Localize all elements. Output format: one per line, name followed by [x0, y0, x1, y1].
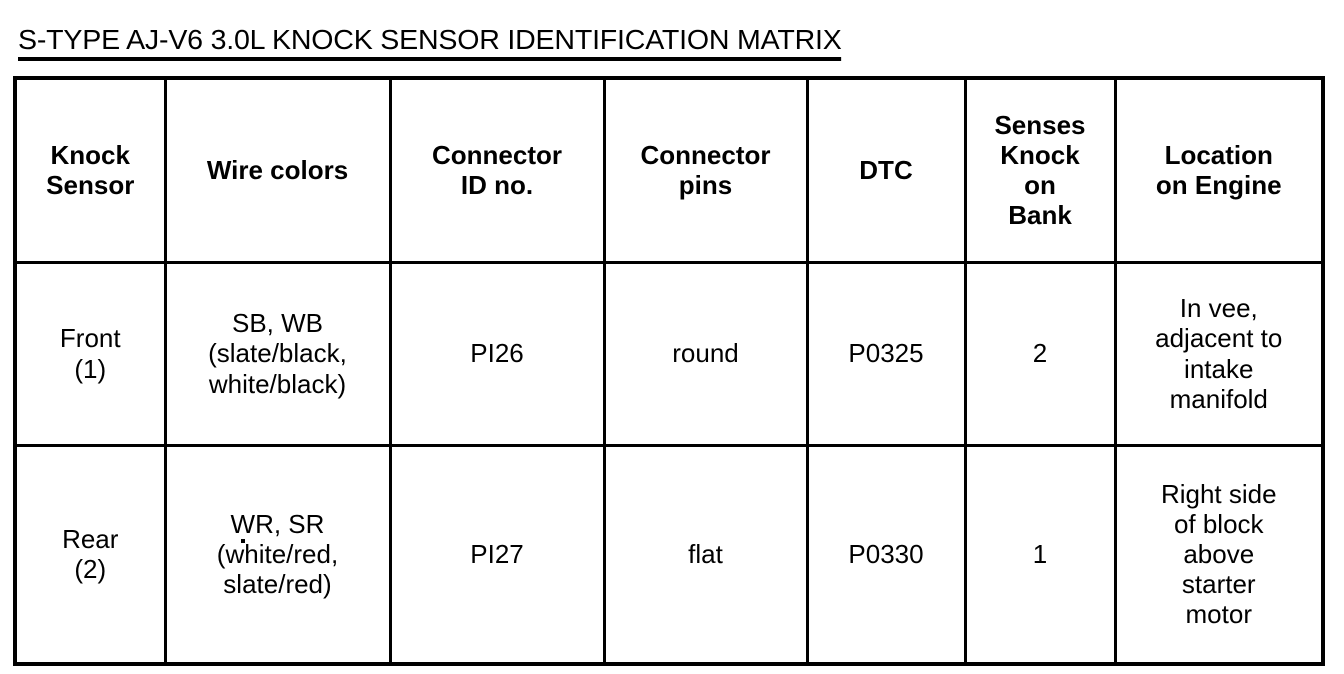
text-line: above — [1183, 539, 1255, 570]
cell-dtc: P0325 — [805, 260, 967, 447]
text-line: round — [672, 338, 739, 369]
text-line: Connector — [640, 140, 771, 171]
text-line: P0330 — [848, 539, 924, 570]
text-line: motor — [1185, 599, 1252, 630]
text-line: on Engine — [1155, 170, 1282, 201]
text-line: Senses — [994, 109, 1086, 140]
text-line: (white/red, — [216, 539, 339, 570]
cell-senses-knock-on-bank: 2 — [963, 260, 1117, 447]
text-line: Knock — [1000, 140, 1080, 171]
text-line: Bank — [1008, 200, 1072, 231]
text-line: DTC — [859, 155, 913, 186]
text-line: flat — [688, 539, 723, 570]
text-line: WR, SR — [230, 509, 325, 540]
page-title: S-TYPE AJ-V6 3.0L KNOCK SENSOR IDENTIFIC… — [18, 24, 842, 62]
cell-knock-sensor: Rear(2) — [13, 443, 167, 666]
text-line: Knock — [50, 140, 130, 171]
cell-knock-sensor: Front(1) — [13, 260, 167, 447]
cell-connector-id: PI27 — [388, 443, 606, 666]
text-line: (slate/black, — [208, 338, 347, 369]
text-line: white/black) — [208, 368, 347, 399]
text-line: Front — [59, 323, 121, 354]
text-line: SB, WB — [231, 308, 323, 339]
text-line: Connector — [432, 140, 562, 171]
text-line: slate/red) — [223, 569, 332, 600]
table-row: Rear(2) WR, SR(white/red,slate/red) PI27… — [13, 443, 1325, 666]
text-line: In vee, — [1179, 293, 1258, 324]
text-line: (1) — [74, 353, 107, 384]
text-line: Rear — [62, 524, 119, 555]
text-line: intake — [1184, 353, 1254, 384]
text-line: of block — [1173, 509, 1264, 540]
scan-artifact-speck — [241, 539, 245, 543]
text-line: on — [1024, 170, 1056, 201]
table-row: Front(1) SB, WB(slate/black,white/black)… — [13, 260, 1325, 447]
cell-connector-pins: flat — [602, 443, 809, 666]
text-line: Location — [1164, 140, 1273, 171]
cell-dtc: P0330 — [805, 443, 967, 666]
text-line: ID no. — [460, 170, 534, 201]
text-line: P0325 — [848, 338, 924, 369]
text-line: pins — [678, 170, 733, 201]
text-line: Wire colors — [206, 155, 349, 186]
cell-wire-colors: SB, WB(slate/black,white/black) — [163, 260, 392, 447]
column-header-wire-colors: Wire colors — [163, 76, 392, 264]
text-line: Right side — [1160, 478, 1277, 509]
text-line: (2) — [74, 554, 107, 585]
cell-connector-pins: round — [602, 260, 809, 447]
text-line: Sensor — [46, 170, 135, 201]
table-body: Front(1) SB, WB(slate/black,white/black)… — [13, 260, 1325, 666]
text-line: 2 — [1032, 338, 1048, 369]
column-header-dtc: DTC — [805, 76, 967, 264]
text-line: manifold — [1169, 383, 1268, 414]
text-line: PI26 — [470, 338, 524, 369]
text-line: starter — [1181, 569, 1256, 600]
cell-senses-knock-on-bank: 1 — [963, 443, 1117, 666]
cell-connector-id: PI26 — [388, 260, 606, 447]
text-line: PI27 — [470, 539, 524, 570]
text-line: 1 — [1032, 539, 1048, 570]
cell-wire-colors: WR, SR(white/red,slate/red) — [163, 443, 392, 666]
text-line: adjacent to — [1155, 323, 1283, 354]
